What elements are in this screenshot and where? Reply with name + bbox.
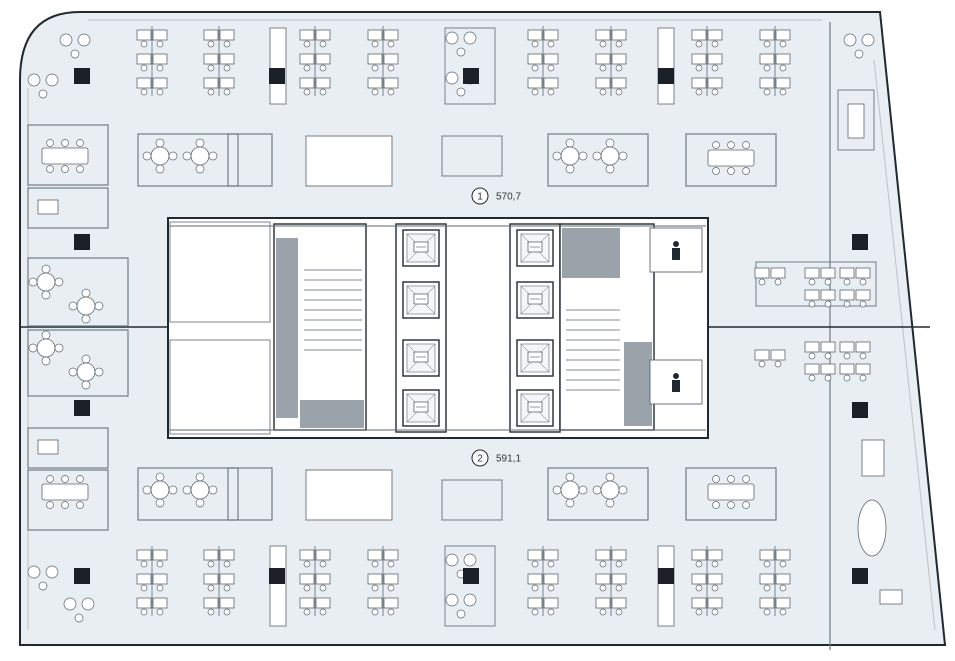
column-icon xyxy=(658,568,674,584)
elevator-icon xyxy=(402,229,440,267)
column-icon xyxy=(658,68,674,84)
zone-1-label: 1 570,7 xyxy=(471,187,521,205)
elevator-icon xyxy=(402,389,440,427)
elevator-icon xyxy=(516,339,554,377)
building-core xyxy=(167,217,709,439)
column-icon xyxy=(74,568,90,584)
upper-meeting-rooms xyxy=(138,133,777,187)
zone-2-number: 2 xyxy=(477,454,483,465)
bottom-workstations xyxy=(137,545,790,627)
column-icon xyxy=(269,568,285,584)
column-icon xyxy=(852,568,868,584)
column-icon xyxy=(74,234,90,250)
zone-2-area: 591,1 xyxy=(496,454,521,465)
column-icon xyxy=(463,68,479,84)
column-icon xyxy=(269,68,285,84)
accessible-wc-lower xyxy=(649,359,703,405)
elevator-icon xyxy=(516,389,554,427)
column-icon xyxy=(852,234,868,250)
accessible-wc-icon xyxy=(672,241,680,392)
elevator-icon xyxy=(402,339,440,377)
elevator-bank-right xyxy=(509,223,561,433)
column-icon xyxy=(74,400,90,416)
zone-1-number: 1 xyxy=(477,192,483,203)
elevator-bank-left xyxy=(395,223,447,433)
column-icon xyxy=(463,568,479,584)
zone-2-label: 2 591,1 xyxy=(471,449,521,467)
column-icon xyxy=(852,402,868,418)
right-wing-furniture xyxy=(754,89,903,605)
elevator-icon xyxy=(516,229,554,267)
wc-block-lower xyxy=(169,339,271,435)
zone-1-area: 570,7 xyxy=(496,192,521,203)
columns xyxy=(74,68,868,584)
column-icon xyxy=(74,68,90,84)
elevator-icon xyxy=(516,281,554,319)
zone-2-marker xyxy=(471,449,489,467)
lower-meeting-rooms xyxy=(138,467,777,521)
left-rooms xyxy=(27,124,129,531)
zone-1-marker xyxy=(471,187,489,205)
top-workstations xyxy=(137,26,790,105)
elevator-icon xyxy=(402,281,440,319)
wc-block-upper xyxy=(169,221,271,323)
